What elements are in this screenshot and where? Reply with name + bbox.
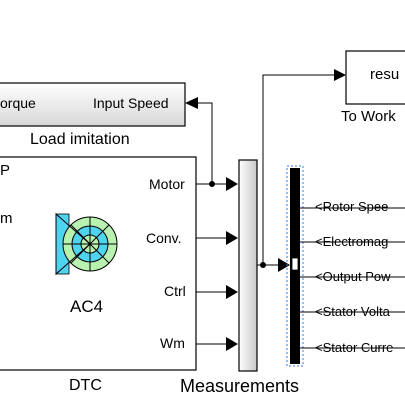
load-imitation-port-input-speed: Input Speed	[93, 95, 169, 111]
bus-output-label: <Stator Curre	[315, 340, 394, 355]
drive-port-conv: Conv.	[146, 230, 182, 246]
drive-port-motor: Motor	[149, 176, 185, 192]
drive-port-wm: Wm	[160, 335, 185, 351]
drive-edge-text-top: P	[0, 162, 11, 179]
to-workspace-variable-label: resu	[370, 66, 400, 83]
bus-output-label: <Electromag	[315, 234, 389, 249]
branch-point-motor	[209, 181, 215, 187]
load-imitation-caption: Load imitation	[30, 131, 130, 148]
arrow-ctrl	[226, 285, 238, 299]
to-workspace-caption: To Work	[341, 108, 396, 125]
bus-selector-dotted-frame	[286, 165, 304, 367]
load-imitation-input-arrow	[185, 97, 198, 109]
drive-port-ctrl: Ctrl	[164, 283, 186, 299]
arrow-conv	[226, 231, 238, 245]
arrow-wm	[226, 337, 238, 351]
arrow-motor	[226, 177, 238, 191]
arrow-bus-in	[278, 258, 290, 272]
bus-output-wires	[300, 207, 405, 349]
measurements-block[interactable]	[238, 159, 258, 372]
bus-selector-input-marker	[291, 257, 299, 271]
load-imitation-port-torque: orque	[0, 95, 36, 111]
bus-output-label: <Rotor Spee	[315, 199, 389, 214]
ac-motor-icon	[55, 212, 118, 276]
load-imitation-block[interactable]	[0, 82, 186, 127]
wire-to-workspace	[262, 74, 336, 265]
measurements-caption: Measurements	[180, 376, 300, 396]
drive-caption: DTC	[69, 377, 102, 394]
wire-speed-feedback	[197, 102, 213, 184]
to-workspace-block[interactable]	[345, 50, 405, 105]
to-workspace-input-arrow	[334, 69, 346, 81]
drive-edge-text-mid: m	[0, 210, 13, 227]
drive-model-label: AC4	[70, 297, 104, 316]
bus-output-label: <Output Pow	[315, 269, 391, 284]
branch-point-measurements	[260, 262, 266, 268]
bus-output-label: <Stator Volta	[315, 304, 390, 319]
